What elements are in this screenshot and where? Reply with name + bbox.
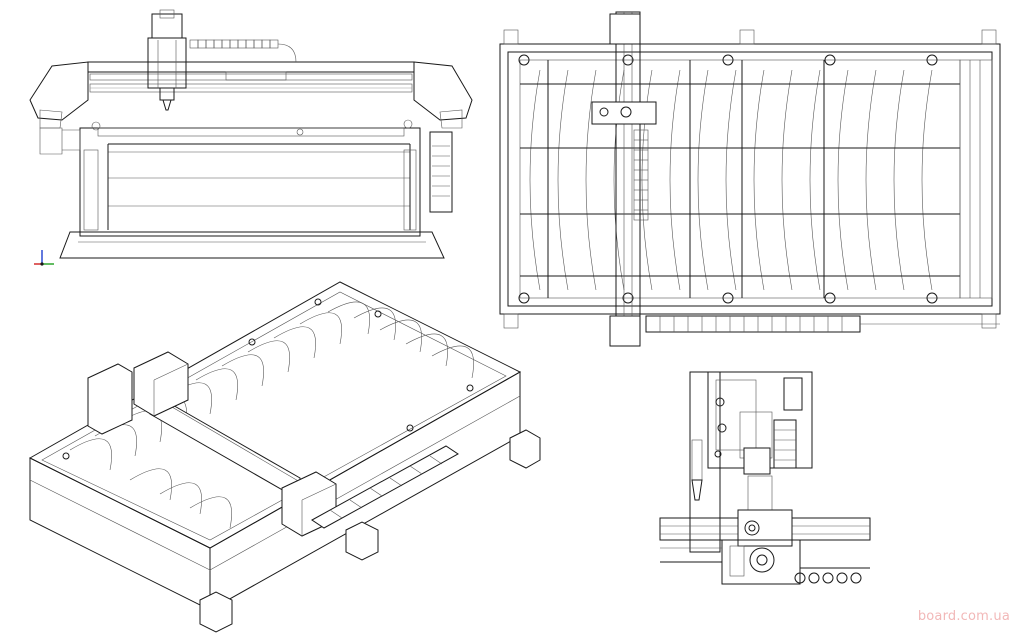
top-plan-view: [499, 11, 1001, 347]
watermark-text: board.com.ua: [917, 609, 1010, 624]
front-elevation-view: [29, 9, 473, 259]
axis-triad-icon: [34, 250, 54, 266]
side-detail-view: [659, 371, 871, 585]
isometric-view: [28, 281, 541, 633]
